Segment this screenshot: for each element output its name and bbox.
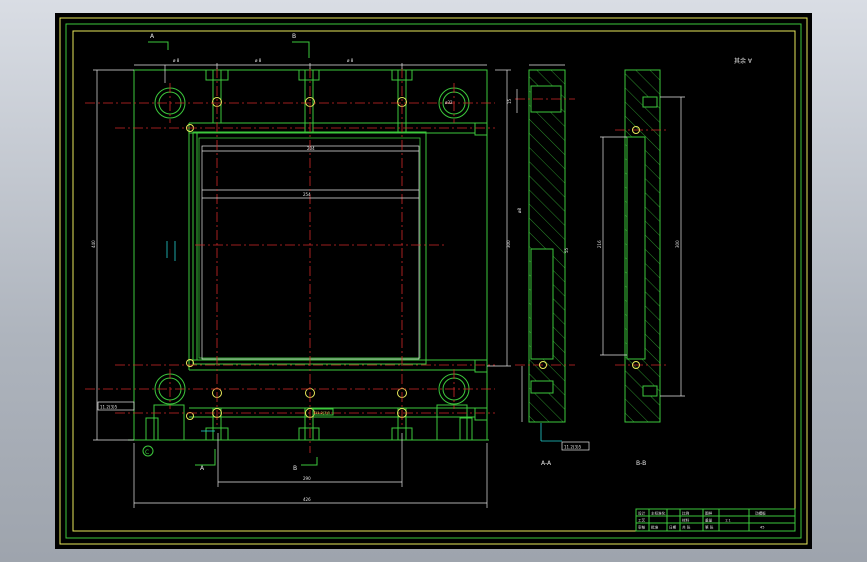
svg-text:216: 216 [597, 240, 602, 248]
right-callout-box [561, 441, 590, 451]
svg-text:材料: 材料 [682, 518, 690, 523]
left-callout-text: 11.2(3)5 [100, 405, 118, 410]
section-a-top-label: A [150, 33, 155, 40]
svg-text:主标准化: 主标准化 [651, 511, 666, 516]
svg-text:254: 254 [303, 192, 311, 197]
svg-text:图样: 图样 [705, 511, 713, 516]
svg-text:ø32: ø32 [445, 100, 453, 105]
svg-text:290: 290 [303, 476, 311, 481]
title-block-text: 设计 主标准化 工艺 审核 批准 日期 比例 图样 材料 重量 共 张 第 张 … [638, 511, 766, 530]
svg-text:审核: 审核 [638, 525, 646, 530]
svg-text:ø8: ø8 [517, 208, 522, 213]
svg-text:45: 45 [760, 526, 765, 530]
right-callout-text: 11.2(3)5 [564, 445, 582, 450]
svg-text:批准: 批准 [651, 525, 659, 530]
svg-text:重量: 重量 [705, 518, 713, 523]
svg-text:第 张: 第 张 [705, 525, 714, 530]
outer-border [59, 17, 808, 545]
svg-text:动模板: 动模板 [755, 511, 766, 516]
svg-text:15: 15 [507, 98, 512, 104]
svg-text:工艺: 工艺 [638, 518, 646, 523]
svg-text:300: 300 [506, 240, 511, 248]
svg-text:设计: 设计 [638, 511, 646, 516]
section-markers [148, 41, 318, 466]
view-bb-label: B-B [636, 460, 646, 467]
section-aa-view: 15 55 ø8 [507, 64, 575, 442]
drawing-svg: ø 8 ø 8 ø 8 440 426 290 254 204 300 ø32 … [59, 17, 808, 545]
section-b-bottom-label: B [293, 465, 297, 472]
svg-text:共 张: 共 张 [682, 525, 691, 530]
view-aa-label: A-A [541, 460, 552, 467]
svg-text:1:1: 1:1 [725, 519, 731, 523]
main-plate-view: ø 8 ø 8 ø 8 440 426 290 254 204 300 ø32 [85, 58, 511, 508]
svg-text:ø 8: ø 8 [347, 58, 354, 63]
section-a-bottom-label: A [200, 465, 205, 472]
svg-text:204: 204 [307, 146, 315, 151]
inner-border [65, 23, 802, 539]
mid-callout-box [312, 408, 334, 416]
section-bb-view: 216 300 [597, 69, 685, 423]
roughness-note: 其余 ∀ [734, 57, 753, 65]
left-callout-box [97, 401, 135, 411]
svg-text:ø 8: ø 8 [255, 58, 262, 63]
svg-text:55: 55 [564, 247, 569, 253]
frame-border [72, 30, 796, 532]
mid-callout-text: 11.2(3)5 [315, 411, 330, 415]
svg-text:440: 440 [91, 240, 96, 248]
cad-drawing-canvas[interactable]: ø 8 ø 8 ø 8 440 426 290 254 204 300 ø32 … [55, 13, 812, 549]
svg-text:ø 8: ø 8 [173, 58, 180, 63]
svg-text:日期: 日期 [669, 525, 677, 530]
section-b-top-label: B [292, 33, 296, 40]
svg-text:426: 426 [303, 497, 311, 502]
title-block [635, 508, 796, 532]
svg-text:比例: 比例 [682, 511, 690, 516]
svg-text:300: 300 [675, 240, 680, 248]
datum-circle [142, 445, 154, 457]
datum-symbol: C [145, 449, 149, 456]
